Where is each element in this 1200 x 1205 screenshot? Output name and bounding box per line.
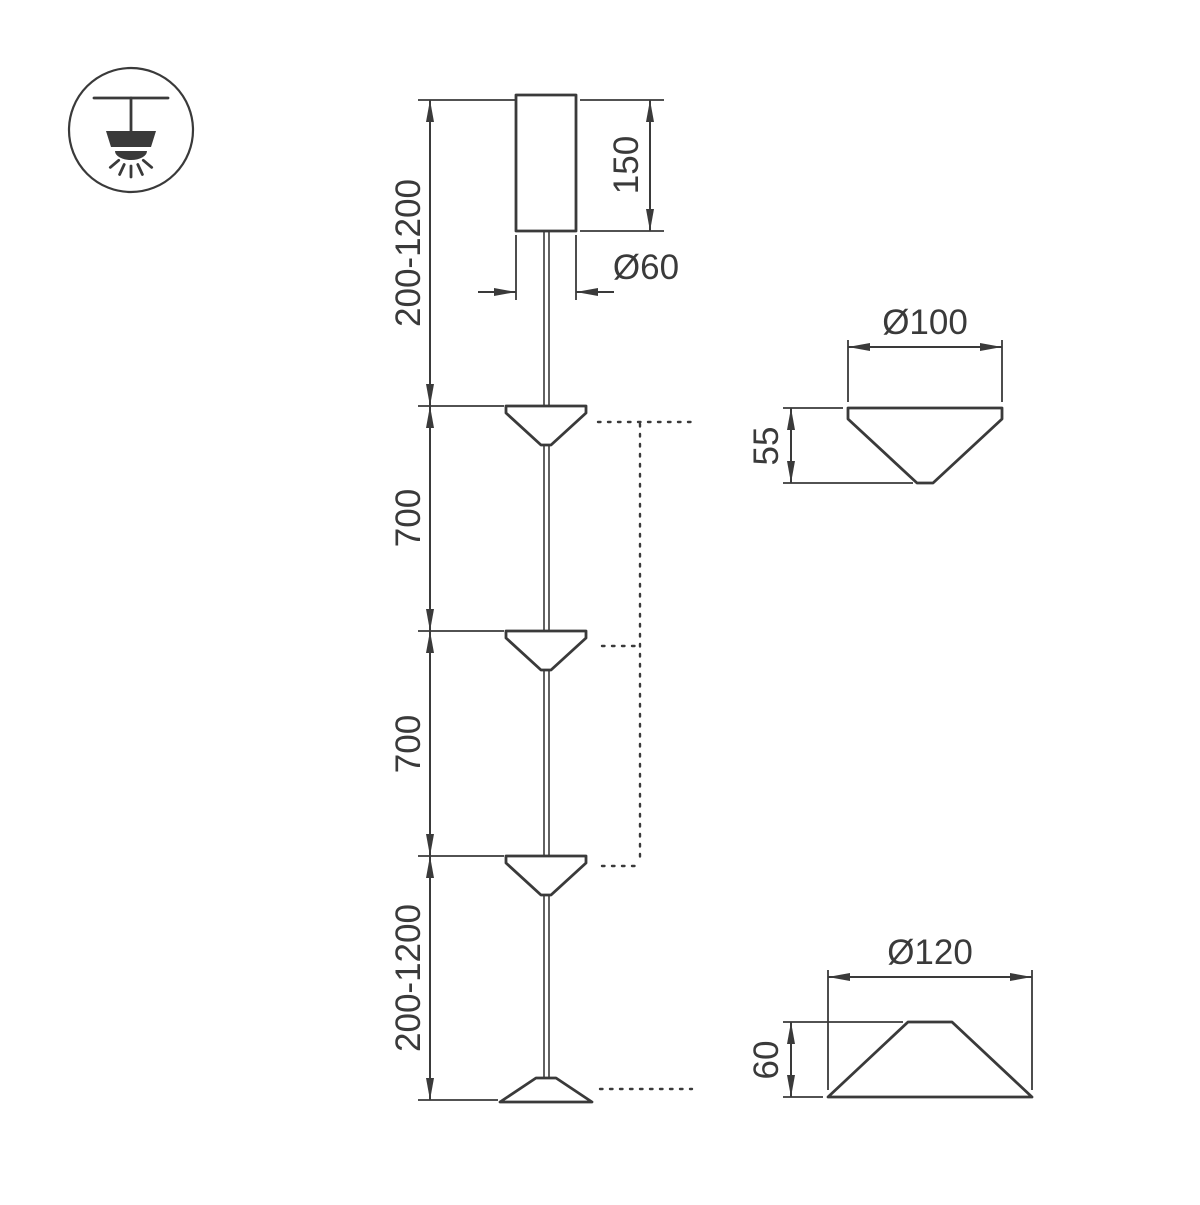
- cone-shade-1: [504, 404, 588, 447]
- arrowhead: [426, 856, 434, 878]
- arrowhead: [1010, 973, 1032, 981]
- arrowhead: [980, 343, 1002, 351]
- dim-label-suspension-top: 200-1200: [389, 179, 428, 327]
- arrowhead: [848, 343, 870, 351]
- icon-lamp-bulb: [115, 151, 147, 160]
- dim-label-large-cone-diameter: Ø120: [887, 933, 973, 972]
- arrowhead: [426, 1078, 434, 1100]
- arrowhead: [426, 384, 434, 406]
- arrowhead: [426, 631, 434, 653]
- dim-label-canopy-diameter: Ø60: [613, 248, 679, 287]
- dim-label-suspension-bottom: 200-1200: [389, 904, 428, 1052]
- large-cone-shape: [826, 1020, 1034, 1099]
- arrowhead: [787, 461, 795, 483]
- dimension-canopy-height: 150: [580, 99, 664, 232]
- arrowhead: [576, 288, 598, 296]
- arrowhead: [787, 408, 795, 430]
- dim-label-large-cone-height: 60: [747, 1041, 786, 1080]
- dimension-chain-left: 200-1200 700 700 200-1200: [389, 99, 516, 1101]
- arrowhead: [426, 834, 434, 856]
- icon-lamp-shade: [106, 131, 156, 147]
- dim-label-small-cone-diameter: Ø100: [882, 303, 968, 342]
- small-cone-shape: [846, 406, 1004, 485]
- arrowhead: [646, 100, 654, 122]
- arrowhead: [787, 1022, 795, 1044]
- dim-label-spacing-lower: 700: [389, 715, 428, 773]
- lamp-main-view: [498, 93, 594, 1104]
- arrowhead: [646, 209, 654, 231]
- projection-lines: [596, 420, 694, 1091]
- dim-label-canopy-height: 150: [607, 136, 646, 194]
- arrowhead: [828, 973, 850, 981]
- detail-small-cone: Ø100 55: [747, 303, 1004, 485]
- canopy: [514, 93, 578, 233]
- detail-large-cone: Ø120 60: [747, 933, 1034, 1099]
- dimension-canopy-diameter: Ø60: [478, 235, 679, 300]
- arrowhead: [426, 406, 434, 428]
- arrowhead: [787, 1075, 795, 1097]
- cone-shade-3: [504, 854, 588, 897]
- base-shade: [498, 1076, 594, 1104]
- arrowhead: [494, 288, 516, 296]
- ceiling-pendant-icon: [67, 66, 195, 194]
- dim-label-spacing-upper: 700: [389, 489, 428, 547]
- arrowhead: [426, 100, 434, 122]
- arrowhead: [426, 609, 434, 631]
- dim-label-small-cone-height: 55: [747, 427, 786, 466]
- cone-shade-2: [504, 629, 588, 672]
- icon-light-rays: [108, 158, 154, 179]
